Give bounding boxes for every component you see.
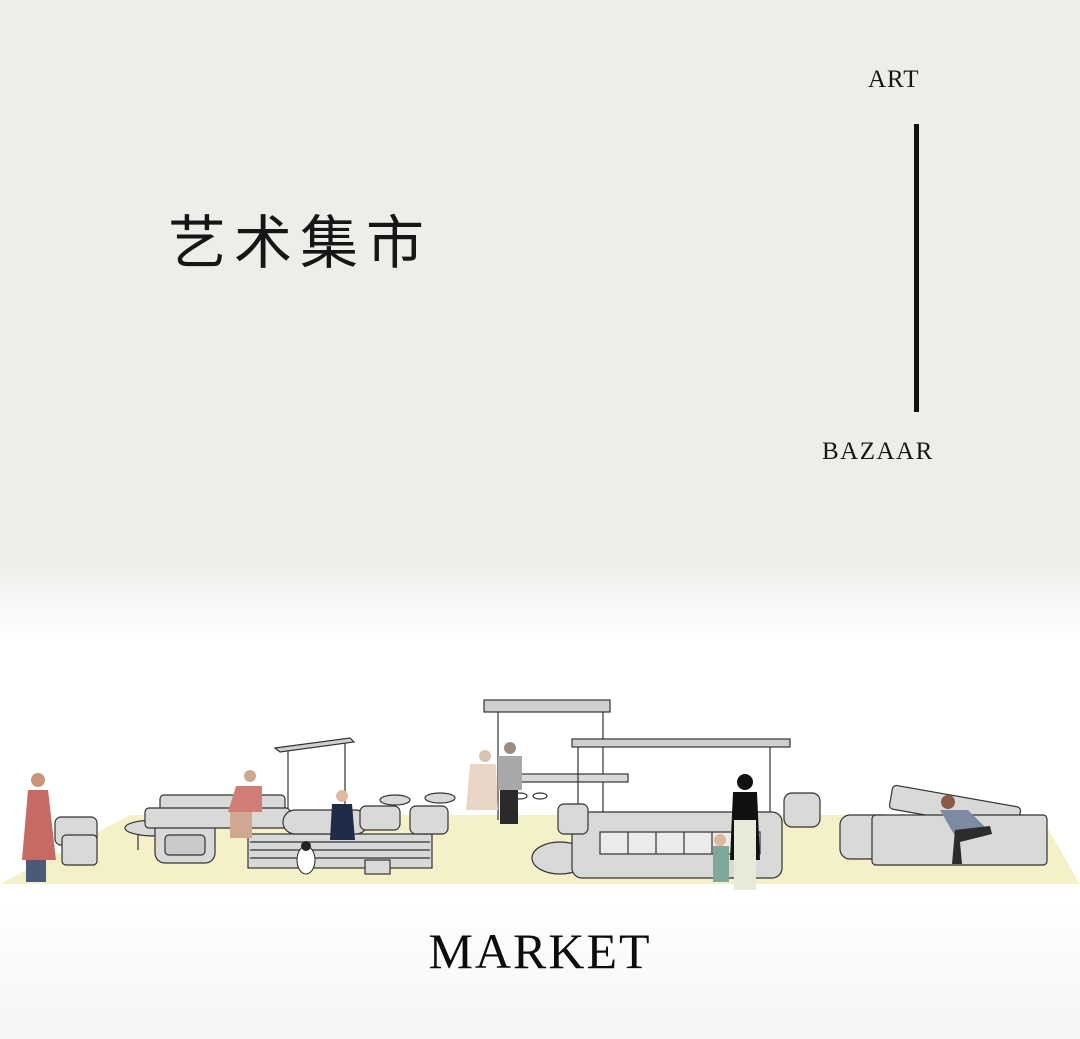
art-label: ART — [868, 66, 920, 93]
page-title: 艺术集市 — [168, 209, 433, 277]
canopy-right — [577, 746, 771, 812]
person-man-sitting — [940, 795, 992, 864]
armchair-right-small — [783, 792, 821, 828]
sofa-left — [144, 794, 291, 829]
kiosk-side-stool — [557, 803, 589, 835]
bazaar-label: BAZAAR — [822, 438, 934, 465]
vertical-divider — [914, 124, 919, 412]
stools-cluster — [359, 792, 456, 875]
dog — [296, 841, 316, 875]
person-reader — [228, 770, 262, 838]
lounge-chair-left — [54, 816, 98, 866]
person-mother-child — [713, 774, 760, 890]
market-illustration — [0, 699, 1080, 890]
canopy-center-roof — [483, 699, 611, 713]
canopy-right-roof — [571, 738, 791, 748]
person-couple-elderly — [466, 742, 522, 824]
market-label: MARKET — [428, 923, 652, 979]
bar-stools — [512, 792, 548, 800]
shelf-counter — [519, 773, 629, 783]
curved-seat — [282, 809, 369, 835]
person-navy-seated — [330, 790, 355, 840]
person-woman-pink-coat — [22, 773, 56, 882]
armchair-left — [154, 817, 216, 864]
canopy-left-roof — [273, 737, 356, 753]
